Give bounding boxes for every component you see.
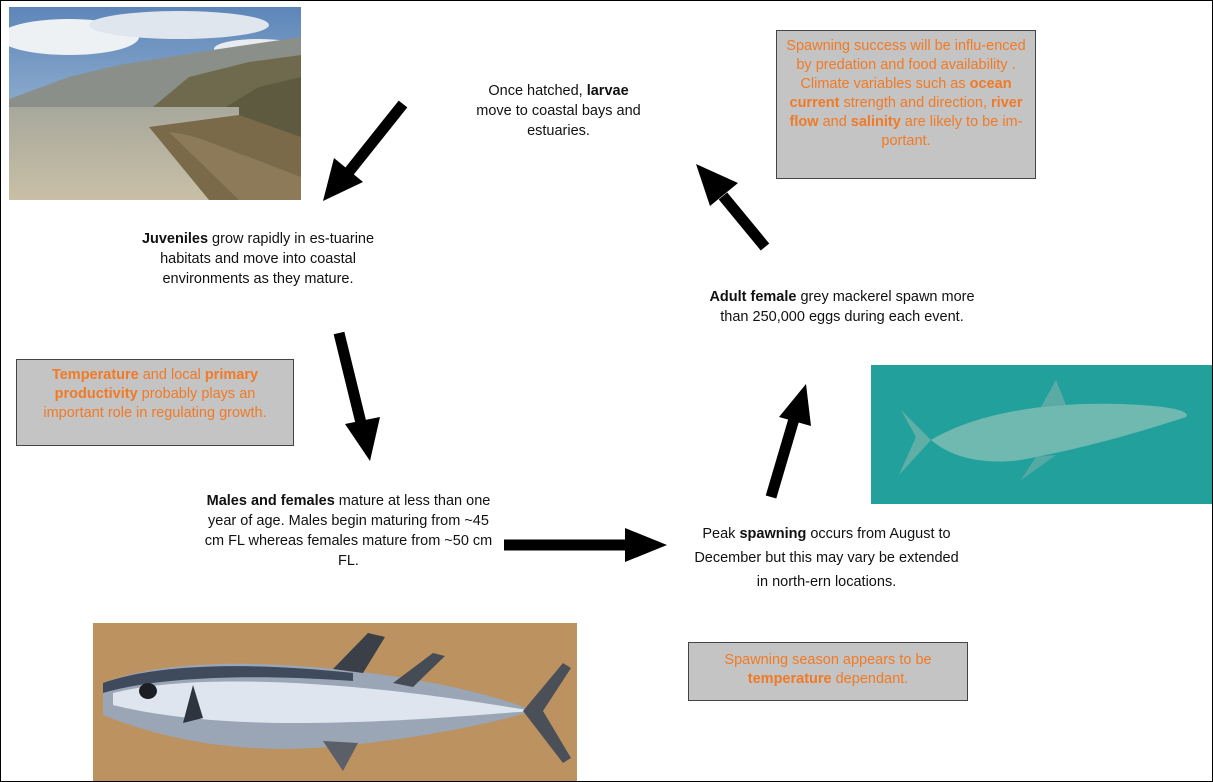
underwater-mackerel-photo	[871, 365, 1212, 504]
maturity-text: Males and females mature at less than on…	[204, 493, 493, 569]
adult-female-text: Adult female grey mackerel spawn more th…	[709, 289, 975, 325]
mackerel-specimen-photo	[93, 623, 577, 781]
arrow-adult-to-larvae	[696, 164, 770, 251]
arrow-larvae-to-juveniles	[323, 100, 408, 201]
spawning-success-box: Spawning success will be influ-enced by …	[776, 30, 1036, 179]
arrow-juveniles-to-maturity	[333, 331, 380, 461]
arrow-maturity-to-spawning	[504, 528, 667, 562]
arrow-spawning-to-adult	[765, 384, 811, 499]
estuary-photo	[9, 7, 301, 200]
spawning-text: Peak spawning occurs from August to Dece…	[694, 526, 959, 590]
spawning-season-box: Spawning season appears to be temperatur…	[688, 642, 968, 701]
growth-factors-box: Temperature and local primary productivi…	[16, 359, 294, 446]
juveniles-text: Juveniles grow rapidly in es-tuarine hab…	[141, 231, 375, 287]
